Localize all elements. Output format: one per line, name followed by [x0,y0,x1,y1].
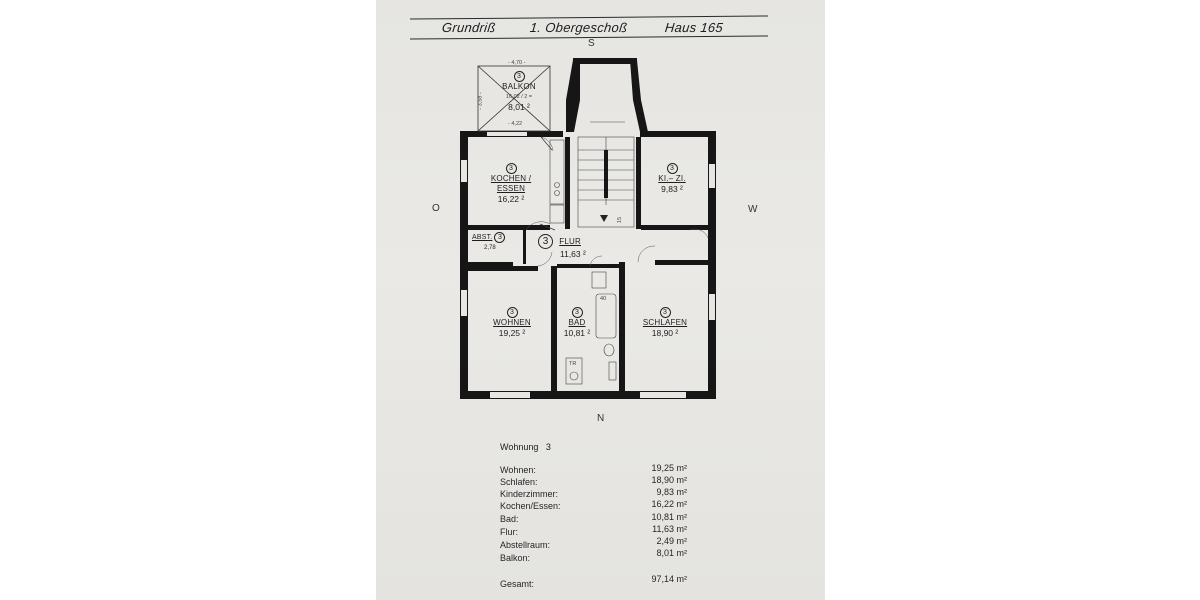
room-area: 2,78 [484,245,496,251]
room-area: 10,81 ² [563,328,591,338]
balcony-depth-dimension: - 3,58 - [477,92,484,110]
room-number-badge: 3 [666,163,678,174]
balcony-width-dimension: - 4,70 - [508,60,526,66]
room-number-badge: 3 [538,234,553,249]
room-bad: 3 BAD 10,81 ² [562,307,592,338]
area-value-schlafen: 18,90 m² [651,475,687,485]
compass-east: O [432,203,440,214]
room-name: BAD [568,318,586,327]
area-label-flur: Flur: [500,527,518,537]
area-label-schlafen: Schlafen: [500,477,538,487]
room-number-badge: 3 [659,307,671,318]
room-number-badge: 3 [505,163,517,174]
stair-mark: 15 [617,216,624,224]
wc-label: TR [569,361,577,367]
kitchen-right-wall [565,137,570,229]
kitchen-bottom-wall [468,225,550,230]
area-value-flur: 11,63 m² [652,524,687,534]
room-wohnen: 3 WOHNEN 19,25 ² [486,307,538,338]
bathtub-label: 40 [600,296,607,302]
room-name: WOHNEN [493,318,531,327]
balcony-inner-dimension: - 4,22 [508,121,523,127]
room-number-badge: 3 [513,71,525,82]
abst-wall [468,262,513,266]
wohnen-bad-wall [551,266,557,393]
area-label-kochen-essen: Kochen/Essen: [500,501,561,511]
compass-south: S [588,38,595,49]
outer-wall-top-right [640,131,716,137]
area-total-value: 97,14 m² [651,574,687,584]
stair-tower-left-wall [566,60,580,132]
area-value-balkon: 8,01 m² [656,548,687,558]
area-total-label: Gesamt: [500,579,535,589]
room-name: BALKON [502,82,536,91]
outer-wall-left [460,132,468,398]
balcony-outline [477,65,551,132]
abst-right-wall [523,230,526,264]
room-number-badge: 3 [571,307,583,318]
area-label-bad: Bad: [500,514,519,524]
room-name: KOCHEN / ESSEN [490,174,532,193]
room-name: FLUR [559,237,581,246]
area-label-kinderzimmer: Kinderzimmer: [500,489,559,499]
room-area: 8,01 ² [508,102,530,112]
room-number-badge: 3 [506,307,518,318]
area-label-wohnen: Wohnen: [500,465,536,475]
area-label-abstellraum: Abstellraum: [500,540,551,550]
outer-wall-bottom [460,391,716,399]
area-label-balkon: Balkon: [500,553,531,563]
compass-west: W [748,204,758,215]
room-balkon: 3 BALKON 16,02 / 2 = 8,01 ² [493,71,545,112]
area-value-kochen-essen: 16,22 m² [651,499,687,509]
room-kinderzimmer: 3 KI.– ZI. 9,83 ² [648,163,696,194]
bad-schlafen-wall [619,262,625,393]
floor-plan-sheet [376,0,825,600]
kitchen-counter [549,139,565,205]
compass-north: N [597,413,605,424]
stair-tower-right-wall [630,60,648,132]
area-value-bad: 10,81 m² [651,512,687,522]
kiz-bottom-wall [641,225,708,230]
room-number-badge: 3 [494,232,506,243]
room-name: SCHLAFEN [642,318,688,327]
outer-wall-right [708,132,716,398]
room-abstellraum: ABST. 3 2,78 [472,232,524,253]
kiz-left-wall [636,137,641,229]
lower-rooms-top-wall-right [655,260,708,265]
room-area: 18,90 ² [651,328,679,338]
lower-rooms-top-wall-left [468,266,538,271]
room-name: KI.– ZI. [658,174,686,183]
room-schlafen: 3 SCHLAFEN 18,90 ² [640,307,690,338]
area-value-abstellraum: 2,49 m² [656,536,687,546]
room-flur: 3 FLUR 11,63 ² [538,234,596,259]
apartment-title: Wohnung 3 [500,442,551,452]
room-area: 16,22 ² [497,194,525,204]
stair-direction-arrow [600,215,608,222]
room-area: 9,83 ² [661,184,683,194]
stair-tower-top-wall [573,58,637,64]
bad-top-wall [557,264,619,268]
bathtub [595,293,617,339]
area-value-wohnen: 19,25 m² [651,463,687,473]
room-kochen-essen: 3 KOCHEN / ESSEN 16,22 ² [476,163,546,204]
room-note: 16,02 / 2 = [505,94,533,100]
room-area: 19,25 ² [498,328,526,338]
room-area: 11,63 ² [560,249,586,259]
area-value-kinderzimmer: 9,83 m² [656,487,687,497]
room-name: ABST. [472,234,493,241]
